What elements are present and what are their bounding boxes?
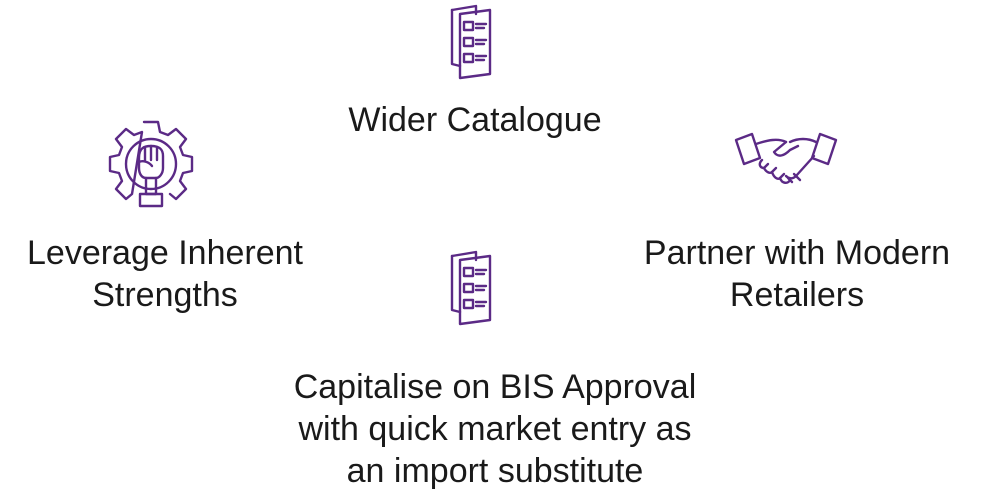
partner-retailers-label: Partner with Modern Retailers (605, 232, 989, 316)
gear-fist-icon (106, 118, 196, 210)
wider-catalogue-label: Wider Catalogue (300, 99, 650, 141)
leverage-line-1: Leverage Inherent (27, 234, 303, 272)
wider-catalogue-line-1: Wider Catalogue (348, 101, 602, 139)
bis-line-3: an import substitute (346, 452, 644, 490)
bis-approval-label: Capitalise on BIS Approval with quick ma… (230, 366, 760, 492)
checklist-document-icon (446, 4, 502, 80)
leverage-line-2: Strengths (92, 276, 238, 314)
partner-line-1: Partner with Modern (643, 234, 951, 272)
partner-line-2: Retailers (729, 276, 865, 314)
bis-line-1: Capitalise on BIS Approval (293, 368, 697, 406)
bis-line-2: with quick market entry as (298, 410, 692, 448)
leverage-strengths-label: Leverage Inherent Strengths (0, 232, 330, 316)
handshake-icon (734, 128, 838, 194)
checklist-document-icon (446, 250, 502, 326)
